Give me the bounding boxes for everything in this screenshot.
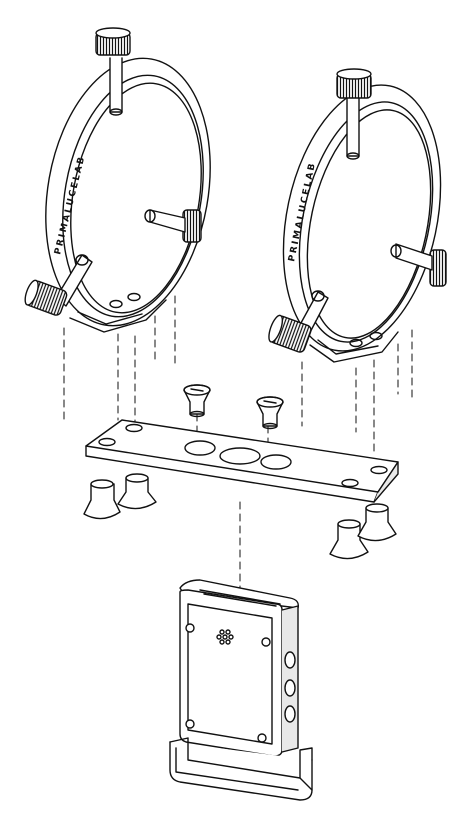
right-ring-top-thumbscrew (336, 68, 372, 160)
left-ring-side-thumbscrew (144, 209, 202, 243)
base-unit (169, 579, 313, 801)
right-ring-bottom-thumbscrew (268, 290, 329, 353)
vent-pattern (216, 629, 234, 645)
plate-bottom-screw-3 (329, 519, 369, 560)
plate-top-screw-left (183, 384, 211, 418)
left-ring-top-thumbscrew (95, 27, 131, 116)
right-guide-ring: PRIMALUCELAB (282, 84, 442, 363)
plate-bottom-screw-1 (83, 479, 121, 520)
right-ring-side-thumbscrew (390, 243, 447, 287)
plate-top-screw-right (256, 396, 284, 430)
mounting-plate (85, 419, 399, 503)
left-ring-bottom-thumbscrew (24, 254, 93, 316)
plate-bottom-screw-4 (357, 503, 397, 542)
plate-bottom-screw-2 (117, 473, 157, 510)
assembly-guide-lines (63, 295, 413, 589)
